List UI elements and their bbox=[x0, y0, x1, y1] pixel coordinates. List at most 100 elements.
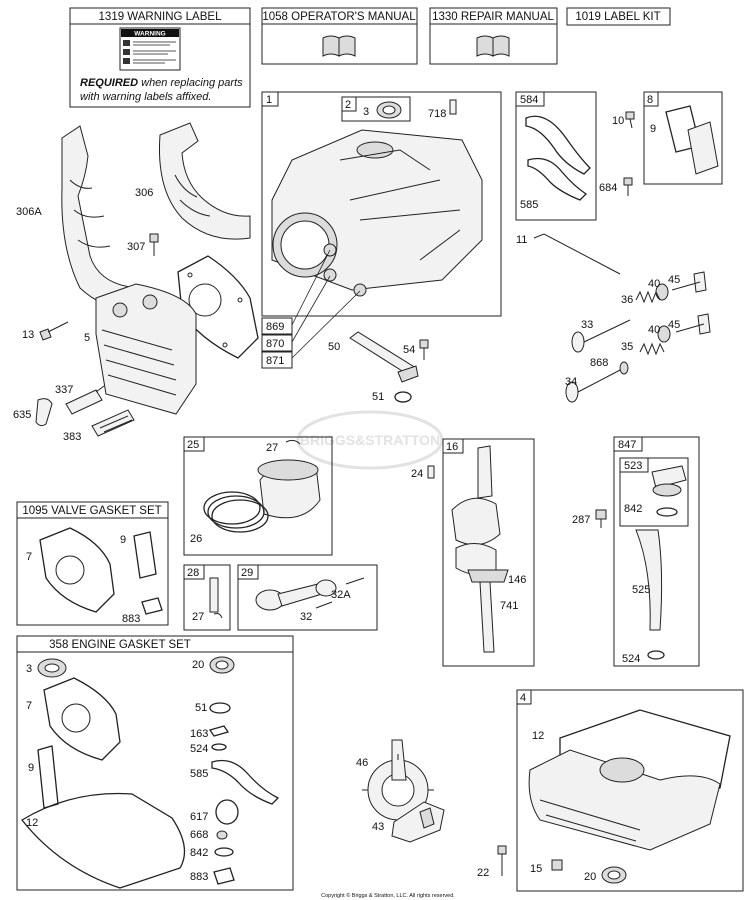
sump-box-4: 4 12 15 20 bbox=[516, 689, 744, 892]
svg-text:43: 43 bbox=[372, 821, 384, 833]
svg-text:1095 VALVE GASKET SET: 1095 VALVE GASKET SET bbox=[22, 505, 161, 517]
screw-684: 684 bbox=[599, 177, 633, 196]
svg-text:35: 35 bbox=[621, 341, 633, 353]
svg-text:287: 287 bbox=[572, 514, 590, 526]
label-kit: 1019 LABEL KIT bbox=[566, 7, 671, 26]
spring-35: 35 bbox=[621, 341, 665, 356]
svg-text:22: 22 bbox=[477, 867, 489, 879]
svg-text:36: 36 bbox=[621, 294, 633, 306]
heat-shield-306a: 306A bbox=[16, 125, 151, 311]
svg-text:4: 4 bbox=[520, 692, 526, 704]
svg-text:1319 WARNING LABEL: 1319 WARNING LABEL bbox=[99, 11, 223, 23]
svg-text:28: 28 bbox=[187, 567, 199, 579]
svg-text:307: 307 bbox=[127, 241, 145, 253]
svg-text:27: 27 bbox=[266, 442, 278, 454]
svg-text:358 ENGINE GASKET SET: 358 ENGINE GASKET SET bbox=[49, 639, 191, 651]
svg-text:3: 3 bbox=[26, 663, 32, 675]
bolt-307: 307 bbox=[127, 233, 159, 256]
svg-text:617: 617 bbox=[190, 811, 208, 823]
operators-manual-kit: 1058 OPERATOR'S MANUAL bbox=[261, 7, 418, 65]
svg-text:1019 LABEL KIT: 1019 LABEL KIT bbox=[575, 11, 660, 23]
svg-text:32: 32 bbox=[300, 611, 312, 623]
connecting-rod-icon bbox=[255, 579, 337, 611]
svg-text:635: 635 bbox=[13, 409, 31, 421]
svg-text:883: 883 bbox=[122, 613, 140, 625]
svg-text:842: 842 bbox=[190, 847, 208, 859]
book-icon bbox=[322, 35, 356, 57]
dipstick-tube-icon bbox=[635, 529, 663, 631]
svg-text:32A: 32A bbox=[331, 589, 351, 601]
svg-text:9: 9 bbox=[650, 123, 656, 135]
spark-plug-337: 337 bbox=[55, 384, 105, 415]
seal-51: 51 bbox=[372, 391, 412, 403]
pin-box-28: 28 27 bbox=[183, 564, 231, 631]
svg-text:525: 525 bbox=[632, 584, 650, 596]
svg-text:BRIGGS&STRATTON: BRIGGS&STRATTON bbox=[300, 432, 440, 448]
callout-870: 870 bbox=[261, 334, 293, 352]
svg-text:11: 11 bbox=[516, 234, 527, 246]
repair-manual-kit: 1330 REPAIR MANUAL bbox=[429, 7, 558, 65]
svg-text:34: 34 bbox=[565, 376, 577, 388]
svg-text:1058 OPERATOR'S MANUAL: 1058 OPERATOR'S MANUAL bbox=[262, 11, 416, 23]
svg-text:847: 847 bbox=[618, 439, 636, 451]
svg-text:WARNING: WARNING bbox=[134, 31, 165, 38]
screw-10: 10 bbox=[612, 111, 635, 129]
heat-shield-306: 306 bbox=[135, 122, 251, 240]
svg-text:871: 871 bbox=[266, 355, 284, 367]
callout-871: 871 bbox=[261, 351, 293, 369]
svg-text:40: 40 bbox=[648, 278, 660, 290]
o-ring-524 bbox=[647, 650, 665, 660]
svg-text:741: 741 bbox=[500, 600, 518, 612]
valve-34: 34 bbox=[565, 367, 625, 403]
governor-shaft-50: 50 bbox=[328, 331, 419, 383]
camshaft-46: 46 bbox=[356, 739, 434, 826]
crankshaft-box-16: 16 146 741 bbox=[442, 438, 535, 667]
cylinder-block-icon bbox=[271, 129, 483, 297]
piston-pin-24: 24 bbox=[411, 465, 435, 480]
svg-text:10: 10 bbox=[612, 115, 624, 127]
warning-label-kit: 1319 WARNING LABEL WARNING REQUIRED when… bbox=[69, 7, 251, 108]
svg-text:523: 523 bbox=[624, 460, 642, 472]
svg-text:40: 40 bbox=[648, 324, 660, 336]
svg-text:15: 15 bbox=[530, 863, 542, 875]
svg-text:9: 9 bbox=[120, 534, 126, 546]
svg-text:585: 585 bbox=[190, 768, 208, 780]
svg-text:1: 1 bbox=[266, 94, 272, 106]
svg-text:29: 29 bbox=[241, 567, 253, 579]
svg-text:24: 24 bbox=[411, 468, 423, 480]
svg-text:46: 46 bbox=[356, 757, 368, 769]
breather-383: 383 bbox=[63, 409, 135, 443]
sump-icon bbox=[528, 709, 731, 851]
retainer-40-lower: 40 bbox=[648, 324, 671, 343]
svg-text:16: 16 bbox=[446, 441, 458, 453]
svg-text:668: 668 bbox=[190, 829, 208, 841]
svg-text:337: 337 bbox=[55, 384, 73, 396]
piston-box-25: 25 27 26 bbox=[183, 436, 333, 556]
svg-text:20: 20 bbox=[584, 871, 596, 883]
governor-43: 43 bbox=[372, 801, 445, 843]
valve-keeper-868: 868 bbox=[590, 357, 629, 375]
bolt-22: 22 bbox=[477, 845, 507, 879]
push-rod-11: 11 bbox=[516, 233, 621, 275]
svg-text:146: 146 bbox=[508, 574, 526, 586]
svg-text:883: 883 bbox=[190, 871, 208, 883]
copyright: Copyright © Briggs & Stratton, LLC. All … bbox=[321, 892, 455, 899]
svg-text:51: 51 bbox=[372, 391, 384, 403]
svg-text:684: 684 bbox=[599, 182, 617, 194]
svg-text:9: 9 bbox=[28, 762, 34, 774]
svg-text:27: 27 bbox=[192, 611, 204, 623]
tappet-45-lower: 45 bbox=[668, 313, 711, 335]
callout-869: 869 bbox=[261, 317, 293, 335]
svg-text:54: 54 bbox=[403, 344, 415, 356]
svg-text:869: 869 bbox=[266, 321, 284, 333]
svg-text:2: 2 bbox=[345, 99, 351, 111]
svg-text:383: 383 bbox=[63, 431, 81, 443]
spark-plug-boot-635: 635 bbox=[13, 398, 53, 427]
svg-text:584: 584 bbox=[520, 94, 538, 106]
manifold-box-584: 584 585 bbox=[515, 91, 597, 221]
o-ring-842 bbox=[656, 507, 678, 517]
cylinder-box-1: 1 2 3 718 bbox=[261, 91, 502, 359]
svg-text:45: 45 bbox=[668, 319, 680, 331]
piston-icon bbox=[257, 459, 321, 519]
